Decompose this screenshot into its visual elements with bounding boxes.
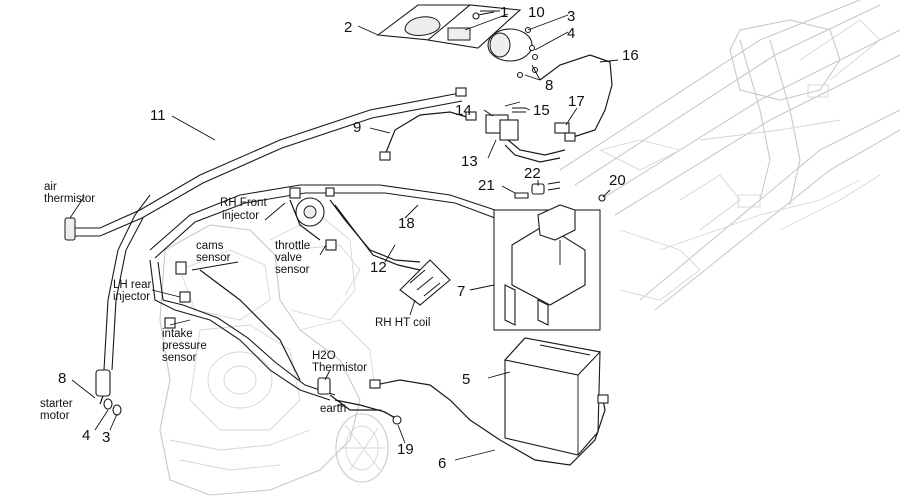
label-lh-rear-injector-1: LH rear: [113, 279, 152, 291]
label-starter-motor-2: motor: [40, 410, 70, 422]
callout-3-starter: 3: [102, 429, 110, 446]
callout-17: 17: [568, 93, 585, 110]
label-h2o-thermistor-1: H2O: [312, 350, 336, 362]
label-throttle-valve-sensor-2: valve: [275, 252, 302, 264]
frame-ghost: [559, 0, 900, 311]
callout-11: 11: [150, 107, 166, 124]
callout-4-starter: 4: [82, 427, 90, 444]
callout-3: 3: [567, 8, 575, 25]
callout-1: 1: [500, 4, 508, 21]
small-fasteners: [514, 181, 606, 202]
label-intake-pressure-sensor-2: pressure: [162, 340, 207, 352]
callout-4: 4: [567, 25, 575, 42]
engine-ghost: [159, 214, 389, 496]
callout-7: 7: [457, 283, 465, 300]
air-thermistor-connector: [64, 217, 76, 241]
label-lh-rear-injector-2: injector: [113, 291, 150, 303]
ecu-bracket-box: [493, 204, 601, 331]
label-earth: earth: [320, 403, 346, 415]
sensor-connectors: [164, 187, 337, 329]
callout-2: 2: [344, 19, 352, 36]
callout-20: 20: [609, 172, 626, 189]
callout-13: 13: [461, 153, 478, 170]
callout-6: 6: [438, 455, 446, 472]
callout-5: 5: [462, 371, 470, 388]
label-air-thermistor-2: thermistor: [44, 193, 95, 205]
label-starter-motor-1: starter: [40, 398, 73, 410]
ht-coil-connector: [399, 259, 451, 306]
callout-21: 21: [478, 177, 495, 194]
label-h2o-thermistor-2: Thermistor: [312, 362, 367, 374]
callout-9: 9: [353, 119, 361, 136]
callout-12: 12: [370, 259, 387, 276]
label-cams-sensor-1: cams: [196, 240, 224, 252]
callout-22: 22: [524, 165, 541, 182]
harness-end-connector: [455, 87, 467, 97]
label-intake-pressure-sensor-1: intake: [162, 328, 193, 340]
callout-15: 15: [533, 102, 550, 119]
label-intake-pressure-sensor-3: sensor: [162, 352, 197, 364]
label-rh-front-injector-2: injector: [222, 210, 259, 222]
leader-lines: [69, 10, 619, 461]
callout-18: 18: [398, 215, 415, 232]
callout-8-starter: 8: [58, 370, 66, 387]
callout-8: 8: [545, 77, 553, 94]
callout-19: 19: [397, 441, 414, 458]
label-throttle-valve-sensor-3: sensor: [275, 264, 310, 276]
callout-16: 16: [622, 47, 639, 64]
lead-9: [379, 111, 477, 161]
component-labels: air thermistor RH Front injector cams se…: [40, 181, 430, 422]
callout-14: 14: [455, 102, 472, 119]
callout-numbers: 1 2 3 4 5 6 7 8 9 10 11 12 13 14 15 16 1…: [58, 4, 639, 472]
h2o-thermistor-earth: [317, 377, 402, 425]
starter-terminal: [95, 369, 122, 416]
label-rh-ht-coil: RH HT coil: [375, 317, 430, 329]
lead-6: [369, 379, 609, 466]
lead-16: [539, 54, 613, 142]
label-throttle-valve-sensor-1: throttle: [275, 240, 310, 252]
relay-group: [485, 101, 570, 163]
top-parts: [376, 4, 539, 79]
label-cams-sensor-2: sensor: [196, 252, 231, 264]
callout-10: 10: [528, 4, 545, 21]
ecu-unit: [503, 337, 602, 456]
label-air-thermistor-1: air: [44, 181, 57, 193]
label-rh-front-injector-1: RH Front: [220, 197, 267, 209]
